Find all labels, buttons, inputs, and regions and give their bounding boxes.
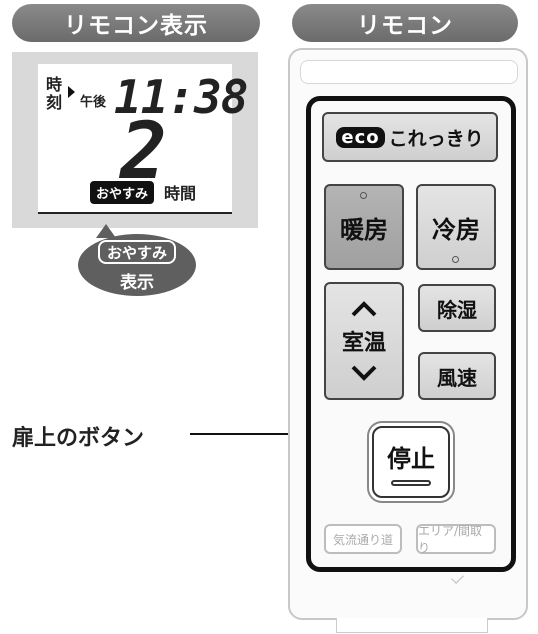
bubble-pointer [96,224,116,238]
dehumidify-button[interactable]: 除湿 [418,284,496,332]
lcd-screen: 時 刻 午後 11:38 2 おやすみ 時間 [38,64,248,214]
sleep-mode-badge: おやすみ [90,181,155,204]
bubble-caption: 表示 [120,273,154,293]
hours-readout: 2 [120,107,167,197]
remote-bottom-foot [336,618,488,633]
bubble-sleep-badge: おやすみ [98,240,176,264]
airflow-label: 気流通り道 [332,532,393,547]
fan-speed-button[interactable]: 風速 [418,352,496,400]
eco-button[interactable]: eco これっきり [322,112,498,162]
lcd-divider [38,212,232,214]
remote-top-cap [300,60,518,84]
cool-indicator-icon [452,256,459,263]
eco-label: これっきり [388,127,484,150]
remote-heading: リモコン [292,4,518,42]
time-arrow-icon [68,86,75,98]
fan-speed-label: 風速 [437,365,477,390]
area-layout-label: エリア/間取り [418,524,483,555]
heat-button[interactable]: 暖房 [324,184,404,270]
display-callout-bubble [78,234,196,296]
stop-button[interactable]: 停止 [372,426,450,498]
chevron-down-icon [351,365,377,381]
lcd-panel: 時 刻 午後 11:38 2 おやすみ 時間 [12,52,258,228]
door-buttons-callout: 扉上のボタン [12,426,145,451]
remote-display-heading: リモコン表示 [12,4,260,42]
clock-readout: 11:38 [114,70,248,124]
stop-bar-icon [391,479,431,486]
ampm-label: 午後 [80,95,107,110]
heat-label: 暖房 [340,215,388,244]
temperature-button[interactable]: 室温 [324,282,404,400]
dehumidify-label: 除湿 [437,297,477,322]
area-layout-button[interactable]: エリア/間取り [416,524,496,555]
temperature-label: 室温 [341,331,386,356]
callout-leader-line [190,433,308,435]
airflow-button[interactable]: 気流通り道 [324,524,402,554]
stop-label: 停止 [387,444,435,473]
cool-button[interactable]: 冷房 [416,184,496,270]
hours-unit: 時間 [164,184,197,203]
chevron-up-icon [351,301,377,317]
heat-indicator-icon [360,192,367,199]
eco-mark: eco [336,126,385,148]
cool-label: 冷房 [432,215,480,244]
time-label: 時 刻 [46,75,63,112]
